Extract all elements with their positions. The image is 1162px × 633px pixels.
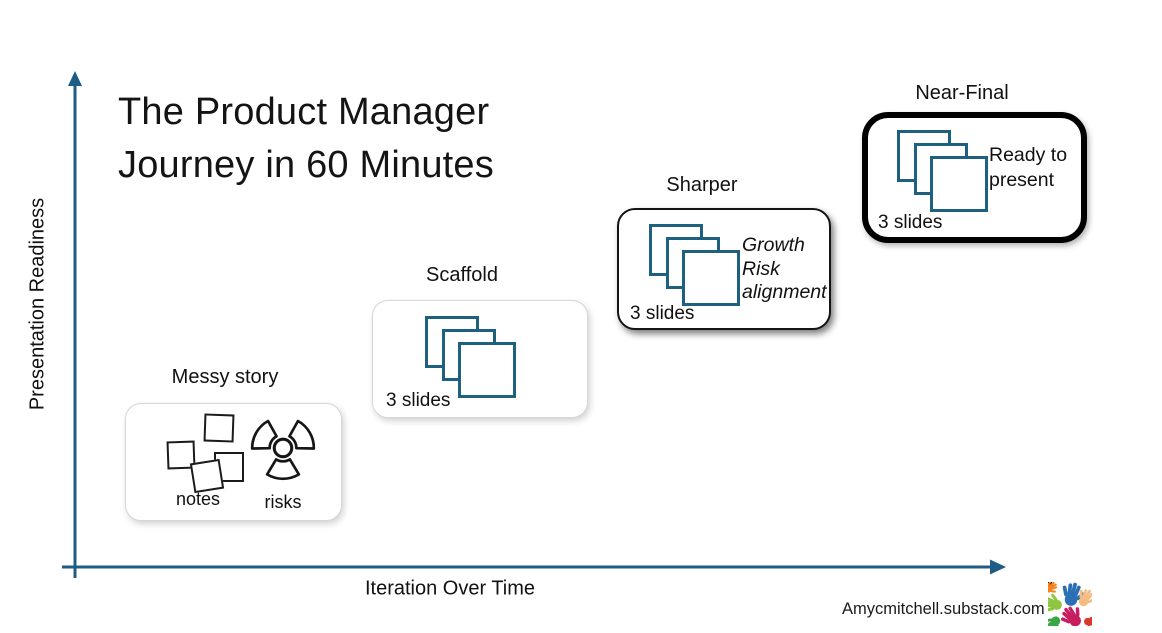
- page-title: The Product Manager Journey in 60 Minute…: [118, 86, 494, 192]
- slide-count-caption: 3 slides: [386, 390, 451, 411]
- title-line-1: The Product Manager: [118, 91, 490, 133]
- annotation-line: present: [989, 169, 1055, 191]
- slides-stack-icon: [897, 130, 988, 212]
- slide-rect: [930, 156, 988, 212]
- stage-card-sharper: Growth Risk alignment 3 slides: [617, 208, 831, 330]
- annotation-line: Risk: [742, 257, 780, 280]
- sticky-note: [189, 458, 225, 494]
- slide-rect: [682, 250, 740, 306]
- slide-count-caption: 3 slides: [630, 303, 695, 324]
- sharper-annotation: Growth Risk alignment: [742, 234, 827, 305]
- credit-text: Amycmitchell.substack.com: [842, 600, 1045, 618]
- annotation-line: alignment: [742, 281, 827, 303]
- x-axis-arrowhead-icon: [990, 559, 1006, 575]
- y-axis-arrowhead-icon: [68, 71, 82, 86]
- stage-card-messy-story: notes risks: [125, 403, 342, 521]
- sticky-note: [203, 413, 235, 443]
- slides-stack-icon: [649, 224, 740, 306]
- x-axis-label: Iteration Over Time: [364, 577, 536, 600]
- stage-label-scaffold: Scaffold: [426, 264, 498, 286]
- stage-label-sharper: Sharper: [666, 174, 738, 196]
- annotation-line: Ready to: [989, 144, 1068, 166]
- annotation-line: Growth: [742, 234, 805, 256]
- title-line-2: Journey in 60 Minutes: [118, 144, 494, 186]
- stage-label-near-final: Near-Final: [915, 82, 1009, 104]
- colorful-hands-logo: [1048, 582, 1092, 626]
- sticky-notes-icon: [144, 410, 252, 494]
- stage-label-messy-story: Messy story: [171, 366, 279, 388]
- slide-rect: [458, 342, 516, 398]
- slide-count-caption: 3 slides: [878, 212, 943, 233]
- stage-card-near-final: Ready to present 3 slides: [862, 112, 1087, 243]
- near-final-annotation: Ready to present: [989, 143, 1067, 193]
- slides-stack-icon: [425, 316, 516, 398]
- risks-caption: risks: [264, 492, 302, 512]
- stage-card-scaffold: 3 slides: [372, 300, 588, 418]
- radiation-icon: [247, 417, 319, 481]
- y-axis-label: Presentation Readiness: [26, 197, 49, 411]
- notes-caption: notes: [175, 489, 221, 509]
